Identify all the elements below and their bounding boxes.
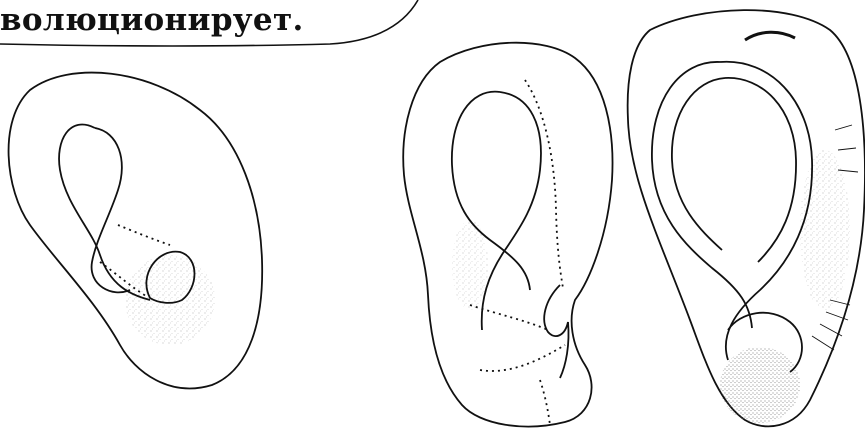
klein-bottle-drawing-3 xyxy=(628,10,865,426)
klein-bottle-drawing-1 xyxy=(9,73,263,389)
klein-bottle-drawing-2 xyxy=(403,43,612,427)
speech-bubble-text: волюционирует. xyxy=(0,2,304,38)
